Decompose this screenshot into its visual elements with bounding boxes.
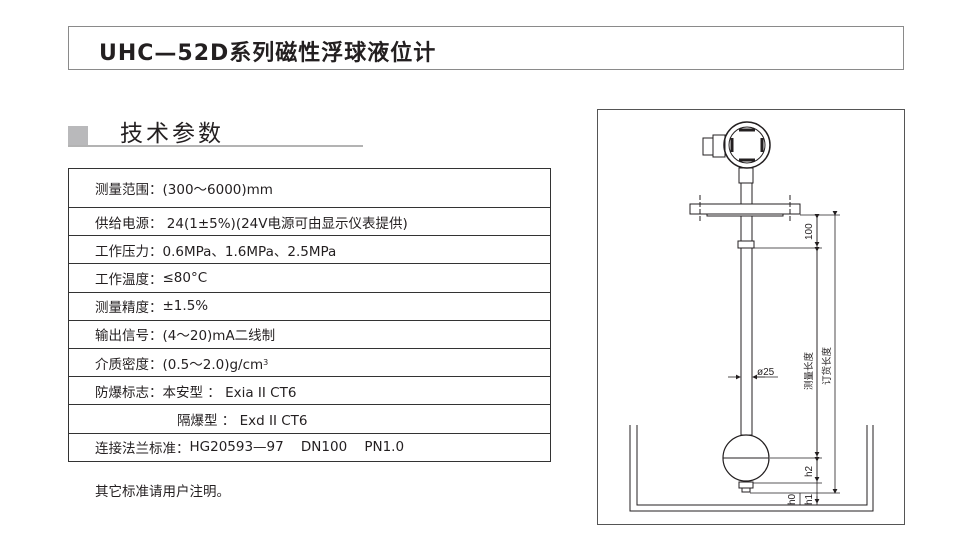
flange <box>689 195 801 223</box>
spec-row-temperature: 工作温度：≤80°C <box>69 263 550 291</box>
spec-table: 测量范围：(300～6000)mm 供给电源： 24(1±5%)(24V电源可由… <box>68 168 551 462</box>
section-underline <box>68 145 363 147</box>
rod-collar <box>737 240 755 249</box>
diagram-frame <box>597 109 905 525</box>
spec-value: 24(1±5%)(24V电源可由显示仪表提供) <box>162 215 408 232</box>
spec-label: 工作温度： <box>95 271 163 288</box>
spec-row-flange: 连接法兰标准：HG20593—97 DN100 PN1.0 <box>69 432 550 461</box>
spec-label: 测量范围： <box>95 182 163 198</box>
measure-length-label: 测量长度 <box>803 351 815 390</box>
title-box: UHC—52D系列磁性浮球液位计 <box>68 26 904 70</box>
spec-label: 输出信号： <box>95 328 163 345</box>
spec-value: (4～20)mA二线制 <box>162 328 276 345</box>
h1-label: h1 <box>804 493 815 505</box>
spec-label: 防爆标志： <box>95 384 163 401</box>
section-title: 技术参数 <box>120 121 224 147</box>
spec-label: 测量精度： <box>95 300 163 317</box>
h0-label: h0 <box>787 493 798 505</box>
spec-row-power: 供给电源： 24(1±5%)(24V电源可由显示仪表提供) <box>69 207 550 235</box>
spec-row-range: 测量范围：(300～6000)mm <box>69 169 550 207</box>
spec-value: (0.5～2.0)g/cm <box>162 356 264 373</box>
spec-label: 工作压力： <box>95 243 163 260</box>
spec-row-output: 输出信号：(4～20)mA二线制 <box>69 319 550 348</box>
spec-value: 隔爆型 ： Exd II CT6 <box>177 412 308 429</box>
spec-row-accuracy: 测量精度：±1.5% <box>69 291 550 320</box>
spec-value: (300～6000)mm <box>162 182 273 198</box>
page-title: UHC—52D系列磁性浮球液位计 <box>99 41 437 66</box>
spec-label: 介质密度： <box>95 356 163 373</box>
spec-row-explosion-intrinsic: 防爆标志：本安型 ： Exia II CT6 <box>69 376 550 404</box>
spec-value: ±1.5% <box>162 298 209 315</box>
spec-value: HG20593—97 DN100 PN1.0 <box>189 439 405 456</box>
spec-label: 供给电源： <box>95 215 163 232</box>
spec-row-explosion-flameproof: 隔爆型 ： Exd II CT6 <box>69 404 550 432</box>
transmitter-housing-icon <box>702 121 771 184</box>
order-length-label: 订货长度 <box>821 346 833 385</box>
dimension-lines <box>728 211 840 505</box>
spec-value: 0.6MPa、1.6MPa、2.5MPa <box>162 243 337 260</box>
spec-value: 本安型 ： Exia II CT6 <box>162 384 297 401</box>
spec-value: ≤80°C <box>162 269 208 286</box>
diameter-label: ø25 <box>757 367 775 378</box>
float-ball <box>722 434 770 493</box>
tank <box>629 425 874 512</box>
spec-label: 连接法兰标准： <box>95 441 190 458</box>
footnote: 其它标准请用户注明。 <box>95 484 230 500</box>
dim-100-label: 100 <box>804 223 815 240</box>
spec-superscript: 3 <box>263 358 269 368</box>
section-marker <box>68 126 88 146</box>
guide-rod <box>740 182 753 436</box>
spec-row-pressure: 工作压力：0.6MPa、1.6MPa、2.5MPa <box>69 235 550 263</box>
h2-label: h2 <box>804 465 815 477</box>
